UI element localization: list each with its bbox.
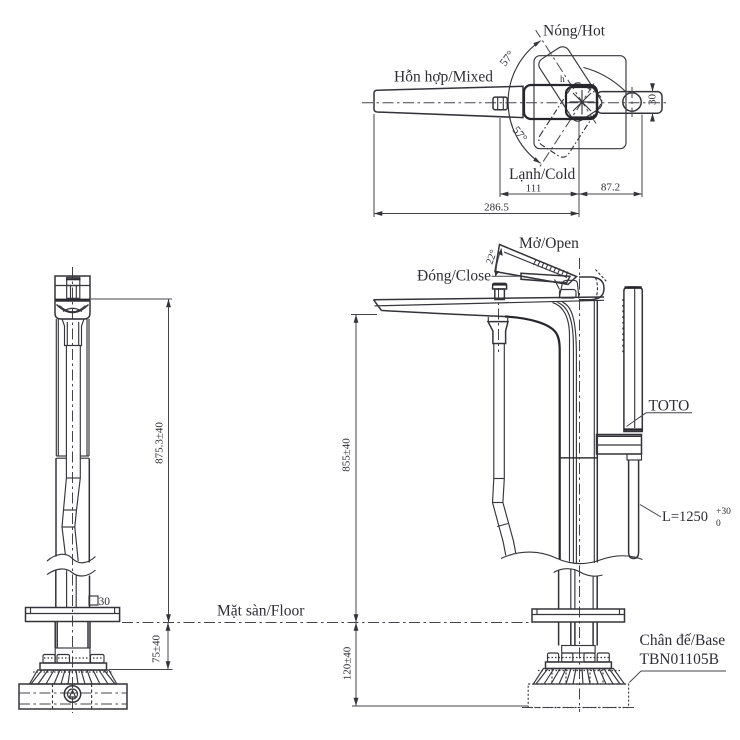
svg-text:875.3±40: 875.3±40: [154, 422, 166, 464]
svg-text:Đóng/Close: Đóng/Close: [417, 268, 491, 285]
svg-text:30: 30: [647, 94, 659, 106]
svg-text:111: 111: [526, 183, 542, 195]
svg-text:Chân đế/Base: Chân đế/Base: [640, 632, 726, 649]
svg-text:Nóng/Hot: Nóng/Hot: [543, 23, 606, 40]
svg-text:+30: +30: [716, 507, 731, 517]
svg-text:855±40: 855±40: [341, 438, 353, 472]
svg-text:286.5: 286.5: [484, 202, 509, 214]
svg-text:75±40: 75±40: [151, 634, 163, 663]
svg-text:TBN01105B: TBN01105B: [640, 651, 720, 668]
svg-text:Hỗn hợp/Mixed: Hỗn hợp/Mixed: [394, 69, 493, 86]
svg-text:TOTO: TOTO: [649, 398, 690, 415]
svg-text:22°: 22°: [484, 248, 499, 266]
svg-text:87.2: 87.2: [601, 182, 620, 194]
svg-text:120±40: 120±40: [342, 646, 354, 680]
svg-text:h: h: [560, 75, 565, 85]
svg-text:L=1250: L=1250: [662, 509, 708, 525]
svg-text:0: 0: [716, 519, 721, 529]
svg-text:Lạnh/Cold: Lạnh/Cold: [509, 166, 576, 183]
svg-text:57°: 57°: [498, 48, 518, 68]
svg-text:Mở/Open: Mở/Open: [519, 235, 579, 252]
svg-text:30: 30: [99, 596, 111, 608]
svg-text:Mặt sàn/Floor: Mặt sàn/Floor: [217, 603, 305, 620]
